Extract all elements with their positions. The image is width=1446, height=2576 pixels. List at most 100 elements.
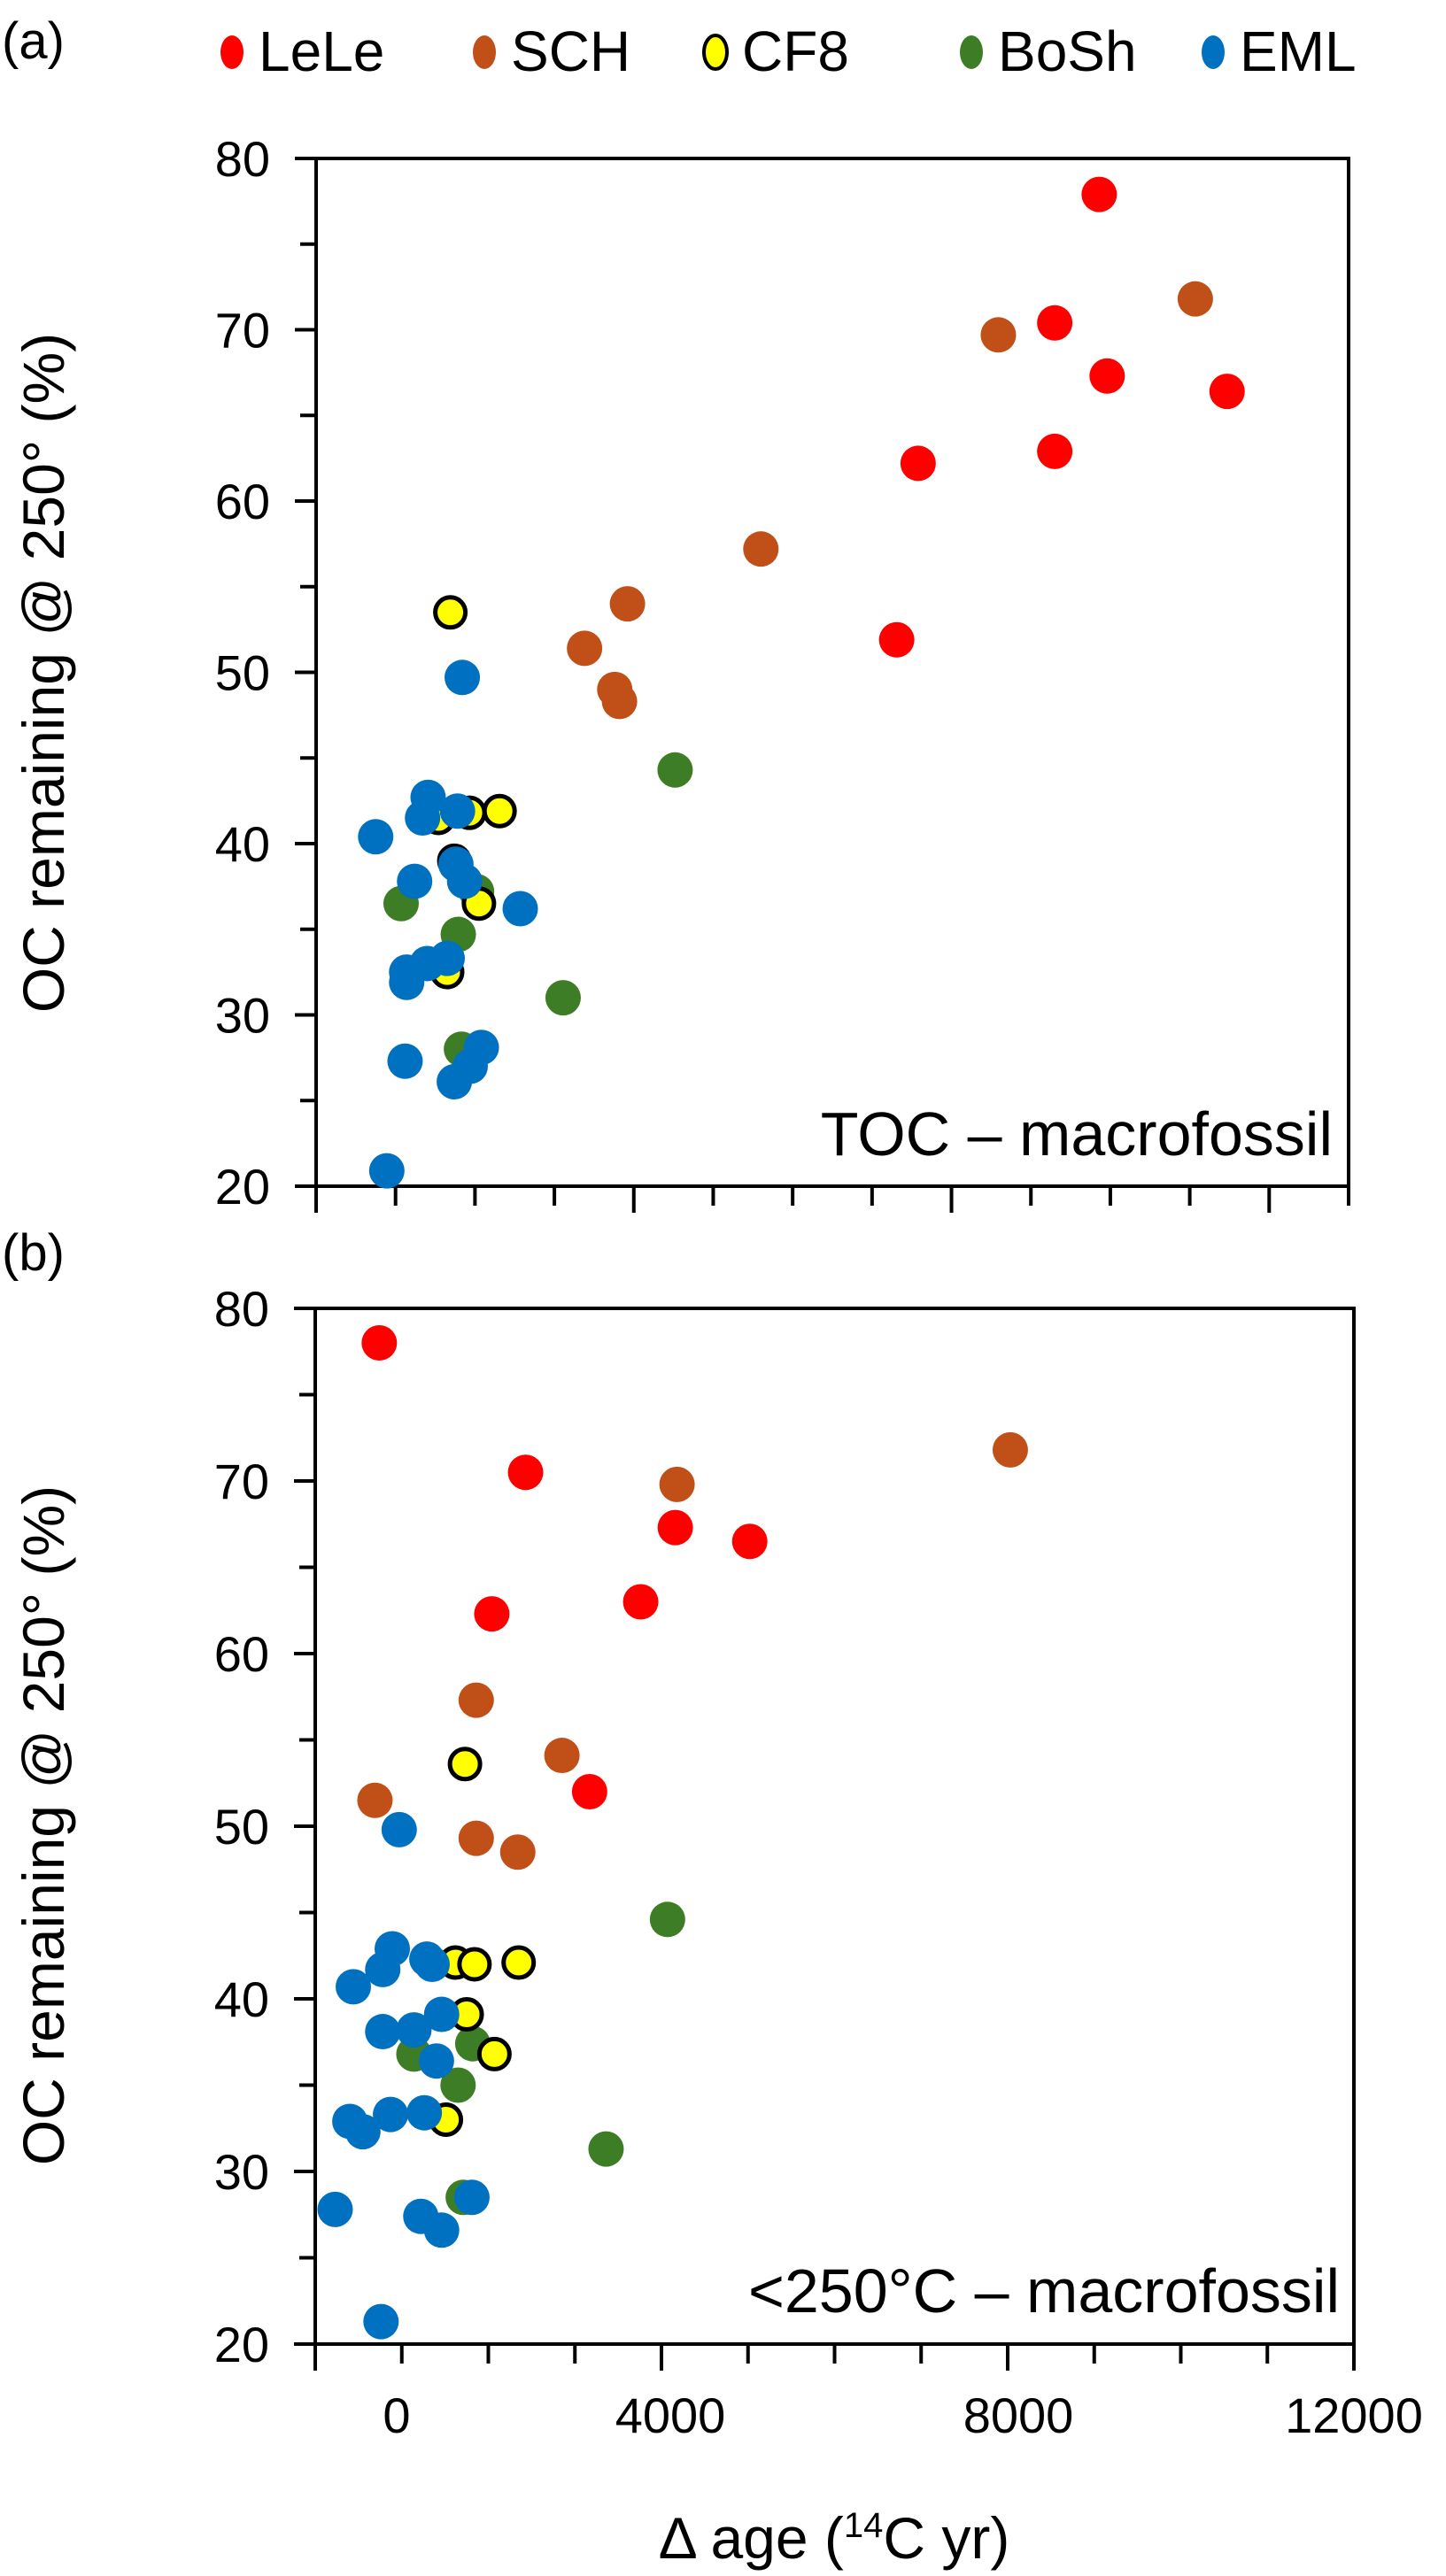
legend-label: EML: [1240, 19, 1357, 83]
x-tick-label: 8000: [963, 2387, 1074, 2443]
data-point: [437, 1063, 473, 1099]
y-tick-label: 60: [214, 1626, 269, 1682]
data-point: [387, 1043, 423, 1079]
data-point: [474, 1596, 510, 1632]
data-point: [457, 1947, 492, 1982]
data-point: [453, 2179, 490, 2216]
data-point: [406, 2094, 443, 2131]
data-point: [501, 1945, 537, 1980]
y-tick-label: 20: [215, 1159, 270, 1215]
y-tick-label: 50: [215, 645, 270, 701]
x-axis-title-superscript: 14: [844, 2506, 884, 2545]
y-tick-label: 70: [215, 303, 270, 359]
panel-label-b: (b): [2, 1224, 65, 1282]
data-point: [601, 683, 638, 720]
x-tick-label: 12000: [1285, 2387, 1423, 2443]
data-point: [423, 2212, 460, 2248]
legend-item-eml: EML: [1202, 19, 1357, 83]
data-point: [657, 752, 693, 788]
data-point: [900, 445, 936, 482]
legend: LeLe SCH CF8 BoSh EML: [220, 19, 1357, 83]
data-point: [423, 1996, 460, 2032]
data-point: [439, 793, 476, 829]
legend-marker-icon: [473, 35, 496, 69]
legend-item-sch: SCH: [473, 19, 630, 83]
legend-label: BoSh: [998, 19, 1137, 83]
legend-label: SCH: [511, 19, 630, 83]
data-point: [571, 1774, 607, 1809]
series-eml: [358, 659, 538, 1189]
legend-marker-icon: [1202, 35, 1225, 69]
data-point: [992, 1431, 1028, 1468]
x-axis-title: Δ age (14C yr): [659, 2505, 1010, 2571]
annotation-lt250-macrofossil: <250°C – macrofossil: [748, 2256, 1340, 2325]
data-point: [609, 586, 646, 622]
data-point: [433, 595, 468, 630]
scatter-panel-a: 20 30 40 50 60 70 80: [215, 131, 1350, 1215]
y-tick-label: 40: [215, 816, 270, 872]
legend-item-cf8: CF8: [702, 19, 849, 83]
data-point: [502, 891, 538, 927]
data-point: [357, 1782, 393, 1818]
data-point: [743, 531, 779, 567]
data-point: [659, 1466, 695, 1502]
data-point: [507, 1454, 544, 1491]
y-tick-label: 30: [215, 988, 270, 1044]
x-axis-title-suffix: C yr): [883, 2505, 1009, 2571]
data-point: [1037, 305, 1073, 341]
y-tick-label: 20: [214, 2317, 269, 2372]
data-point: [365, 1951, 401, 1987]
data-point: [405, 799, 441, 836]
data-point: [622, 1584, 659, 1620]
data-point: [1037, 433, 1073, 469]
legend-marker-icon: [960, 35, 983, 69]
data-point: [381, 1811, 417, 1847]
series-eml: [317, 1811, 490, 2340]
series-bosh: [383, 752, 693, 1068]
data-point: [414, 1947, 450, 1982]
data-point: [365, 2014, 401, 2050]
data-point: [1089, 358, 1125, 394]
panel-label-a: (a): [2, 12, 65, 70]
data-point: [446, 863, 483, 899]
data-point: [358, 819, 394, 855]
legend-label: CF8: [742, 19, 849, 83]
data-point: [440, 2067, 476, 2103]
y-tick-label: 80: [215, 131, 270, 187]
y-tick-label: 60: [215, 474, 270, 529]
data-point: [429, 940, 465, 976]
data-point: [344, 2114, 381, 2150]
y-axis-title-a: OC remaining @ 250° (%): [11, 333, 76, 1013]
x-tick-label: 4000: [615, 2387, 726, 2443]
series-bosh: [396, 1901, 685, 2216]
data-point: [361, 1325, 398, 1361]
legend-item-lele: LeLe: [220, 19, 384, 83]
legend-label: LeLe: [259, 19, 384, 83]
data-point: [544, 1738, 580, 1774]
x-axis-title-prefix: Δ age (: [659, 2505, 844, 2571]
data-point: [368, 1153, 405, 1189]
data-point: [1177, 281, 1213, 317]
annotation-toc-macrofossil: TOC – macrofossil: [821, 1099, 1333, 1168]
data-point: [317, 2191, 353, 2227]
series-sch: [567, 281, 1213, 720]
data-point: [458, 1682, 494, 1718]
series-lele: [361, 1325, 768, 1809]
legend-marker-icon: [702, 34, 729, 71]
data-point: [878, 621, 915, 658]
data-point: [649, 1901, 685, 1938]
data-point: [499, 1834, 536, 1870]
data-point: [373, 2096, 409, 2133]
data-point: [545, 980, 581, 1016]
data-point: [458, 1820, 494, 1856]
data-point: [657, 1509, 693, 1546]
data-point: [445, 659, 481, 696]
data-point: [588, 2131, 624, 2167]
y-tick-label: 30: [214, 2144, 269, 2200]
x-tick-label: 0: [383, 2387, 410, 2443]
data-point: [482, 793, 517, 829]
y-tick-label: 70: [214, 1454, 269, 1509]
data-point: [447, 1747, 483, 1782]
